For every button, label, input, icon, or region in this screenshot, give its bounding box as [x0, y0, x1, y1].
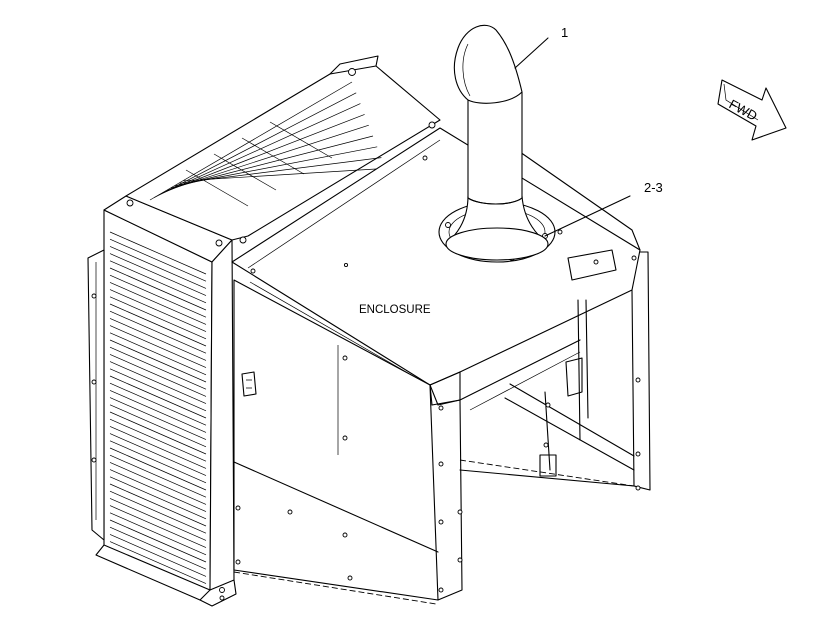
grille-slat [109, 382, 207, 426]
grille-slat [109, 498, 207, 541]
top-grille-rib [241, 137, 305, 175]
grille-slat [109, 519, 207, 563]
grille-slat [109, 505, 207, 548]
top-grille-rib [213, 153, 277, 191]
grille-slat [109, 397, 207, 440]
grille-slat [109, 303, 207, 347]
grille-slat [109, 476, 207, 520]
top-grille-slat [183, 168, 386, 182]
enclosure-frame-right [459, 151, 651, 491]
grille-slat [109, 440, 207, 484]
grille-slat [109, 404, 207, 448]
grille-slat [109, 267, 207, 311]
grille-slats [109, 231, 207, 584]
grille-slat [109, 534, 207, 577]
callout-2-3-label: 2-3 [644, 180, 663, 195]
grille-slat [109, 318, 207, 361]
grille-slat [109, 296, 207, 340]
part-label-enclosure: ENCLOSURE [359, 304, 431, 316]
grille-slat [109, 411, 207, 455]
radiator-grille [87, 195, 237, 607]
grille-slat [109, 375, 207, 419]
grille-slat [109, 238, 207, 282]
grille-slat [109, 426, 207, 469]
grille-slat [109, 433, 207, 476]
grille-slat [109, 368, 207, 412]
grille-slat [109, 390, 207, 433]
grille-slat [109, 325, 207, 368]
grille-slat [109, 246, 207, 289]
grille-slat [109, 490, 207, 534]
grille-slat [109, 310, 207, 354]
exhaust-stack [438, 24, 556, 263]
callout-1: 1 [514, 25, 568, 69]
grille-slat [109, 253, 207, 296]
grille-slat [109, 346, 207, 390]
top-grille-rib [269, 121, 333, 159]
grille-slat [109, 541, 207, 584]
grille-slat [109, 483, 207, 527]
callout-2-3: 2-3 [544, 180, 663, 237]
grille-slat [109, 526, 207, 570]
grille-slat [109, 454, 207, 498]
grille-slat [109, 231, 207, 275]
grille-slat [109, 260, 207, 304]
top-air-grille [125, 55, 441, 244]
enclosure-side-panel [233, 279, 463, 605]
grille-slat [109, 274, 207, 318]
grille-slat [109, 361, 207, 404]
grille-slat [109, 332, 207, 376]
grille-slat [109, 289, 207, 332]
grille-slat [109, 462, 207, 505]
top-grille-rib [185, 169, 249, 207]
grille-slat [109, 469, 207, 512]
grille-slat [109, 447, 207, 491]
top-grille-slat [154, 92, 357, 198]
callout-1-label: 1 [561, 25, 568, 40]
fwd-direction-arrow: FWD [717, 79, 787, 141]
grille-slat [109, 282, 207, 325]
grille-slat [109, 418, 207, 462]
grille-slat [109, 339, 207, 383]
top-grille-slat [149, 81, 353, 201]
grille-slat [109, 354, 207, 397]
grille-slat [109, 512, 207, 556]
